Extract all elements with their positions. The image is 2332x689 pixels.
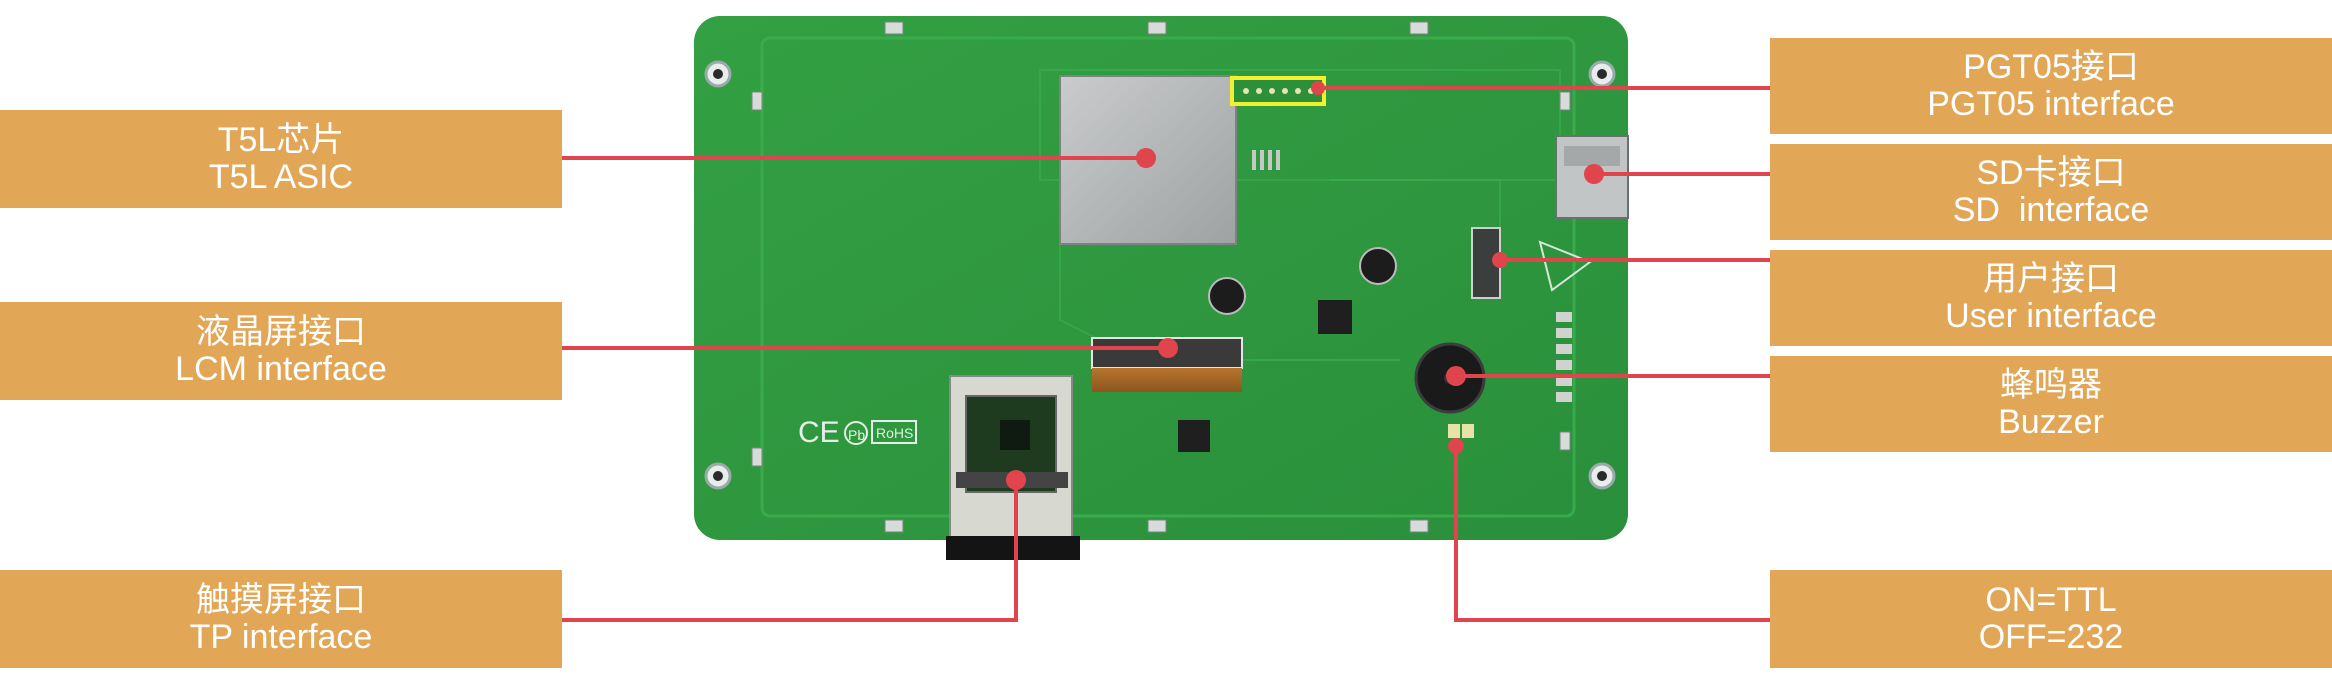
label-pgt05-interface-en: PGT05 interface	[1927, 85, 2175, 123]
label-user-interface-en: User interface	[1945, 297, 2157, 335]
label-sd-interface: SD卡接口 SD interface	[1770, 144, 2332, 240]
label-sd-interface-en: SD interface	[1952, 191, 2150, 229]
label-ttl-switch-off: OFF=232	[1978, 618, 2124, 656]
label-pgt05-interface-zh: PGT05接口	[1963, 48, 2139, 87]
label-lcm-interface: 液晶屏接口 LCM interface	[0, 302, 562, 400]
label-lcm-interface-en: LCM interface	[175, 350, 387, 388]
label-pgt05-interface: PGT05接口 PGT05 interface	[1770, 38, 2332, 134]
label-user-interface-zh: 用户接口	[1983, 260, 2119, 299]
label-tp-interface-en: TP interface	[189, 618, 373, 656]
label-tp-interface-zh: 触摸屏接口	[196, 581, 366, 620]
label-buzzer-zh: 蜂鸣器	[2000, 366, 2102, 405]
pcb-base	[694, 16, 1628, 540]
compliance-marks: CE Pb RoHS	[798, 416, 917, 449]
label-t5l-asic-zh: T5L芯片	[217, 121, 345, 160]
svg-text:RoHS: RoHS	[876, 425, 913, 441]
label-t5l-asic-en: T5L ASIC	[208, 158, 354, 196]
label-lcm-interface-zh: 液晶屏接口	[196, 313, 366, 352]
label-buzzer-en: Buzzer	[1998, 403, 2104, 441]
label-tp-interface: 触摸屏接口 TP interface	[0, 570, 562, 668]
label-ttl-232-switch: ON=TTL OFF=232	[1770, 570, 2332, 668]
label-user-interface: 用户接口 User interface	[1770, 250, 2332, 346]
label-t5l-asic: T5L芯片 T5L ASIC	[0, 110, 562, 208]
svg-text:CE: CE	[798, 416, 840, 449]
svg-text:Pb: Pb	[848, 427, 865, 443]
label-buzzer: 蜂鸣器 Buzzer	[1770, 356, 2332, 452]
label-ttl-switch-on: ON=TTL	[1985, 581, 2117, 620]
label-sd-interface-zh: SD卡接口	[1976, 154, 2126, 193]
